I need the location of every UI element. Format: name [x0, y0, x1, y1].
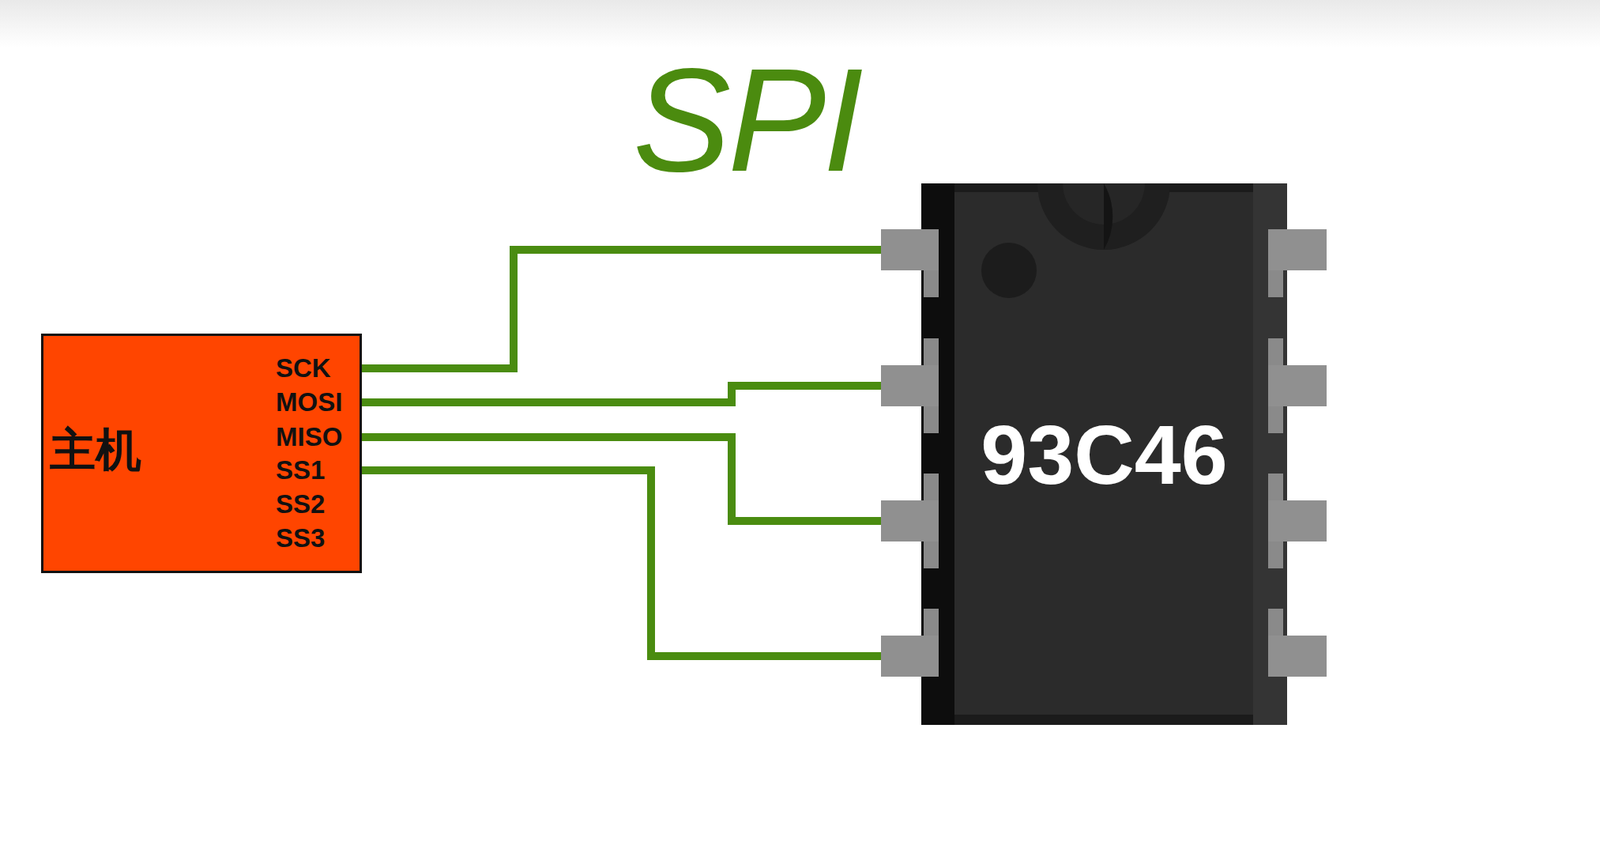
pin-tab [880, 635, 939, 677]
pin-tab [1268, 229, 1327, 271]
chip-label: 93C46 [880, 406, 1328, 502]
top-band [0, 0, 1600, 48]
pin-tab [1268, 500, 1327, 542]
spi-wire [361, 249, 881, 369]
signal-name: SS2 [275, 488, 325, 520]
signal-name: SCK [275, 352, 332, 384]
pin-tab [880, 500, 939, 542]
pin-tab [1268, 365, 1327, 407]
chip-box: 93C46 [880, 183, 1328, 725]
chip-notch [1037, 183, 1171, 250]
pin-tab [880, 229, 939, 271]
pin-tab [880, 365, 939, 407]
title-text: SPI [0, 41, 1494, 200]
pin-tab [1268, 635, 1327, 677]
signal-name: SS3 [275, 522, 325, 554]
spi-wire [361, 436, 881, 521]
spi-wire [361, 385, 881, 403]
signal-name: MOSI [275, 386, 343, 418]
signal-name: SS1 [275, 454, 325, 486]
pin1-dot [981, 242, 1037, 298]
spi-wire [361, 470, 881, 656]
chip-notch [1103, 183, 1113, 250]
signal-name: MISO [275, 421, 343, 453]
host-label: 主机 [49, 419, 142, 482]
